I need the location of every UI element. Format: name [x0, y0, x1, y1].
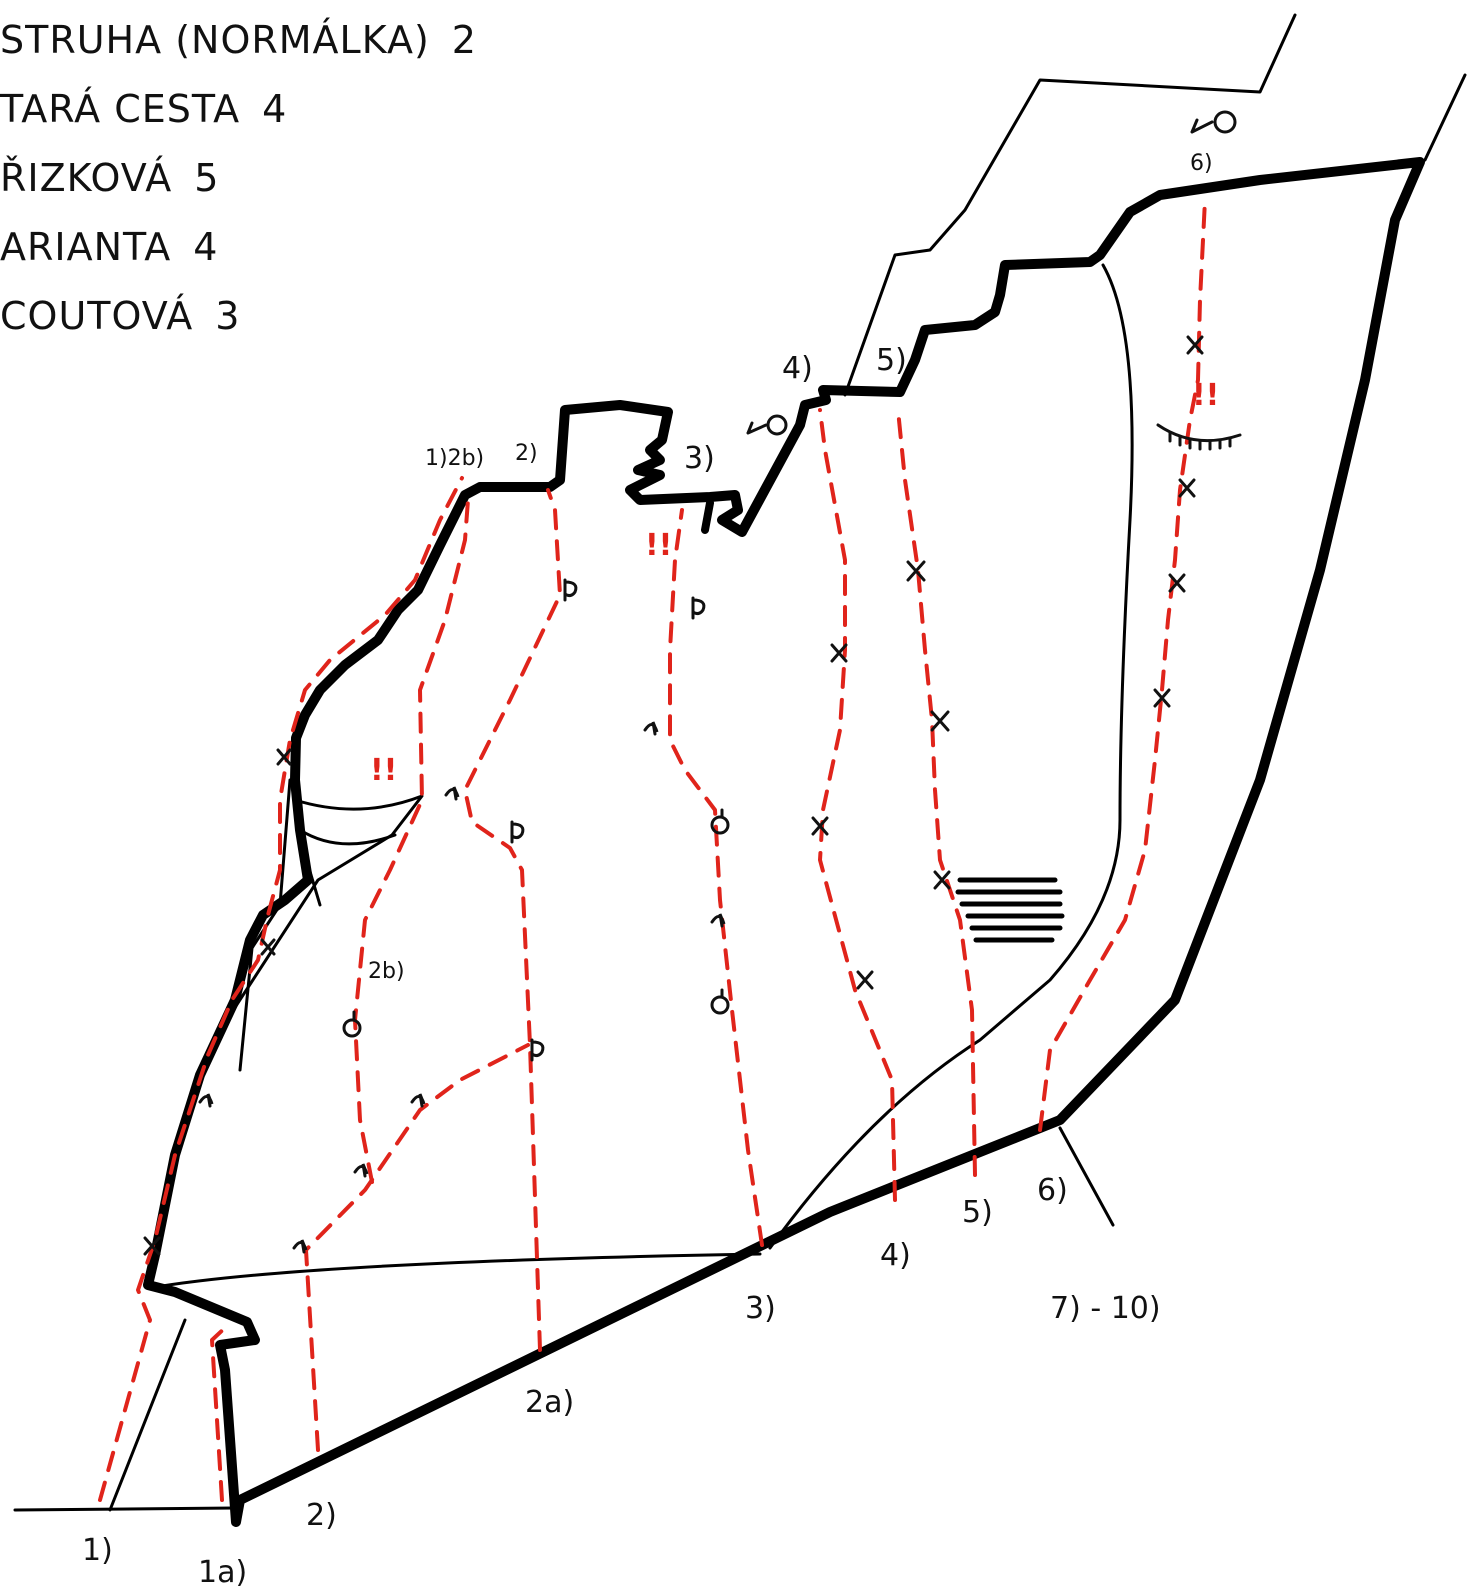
route-3	[668, 508, 764, 1247]
legend-route-grade: 4	[262, 87, 288, 131]
ground-line	[13, 1506, 237, 1512]
start-label-6: 6)	[1037, 1173, 1068, 1208]
ring-bolt-icon	[342, 1010, 362, 1038]
route-2-upper	[463, 488, 562, 1352]
inner-crack-line	[768, 263, 1134, 1250]
legend-route-grade: 3	[215, 294, 241, 338]
legend-route-name: ARIANTA	[0, 225, 172, 269]
overhang-icon	[1156, 423, 1242, 451]
bolt-x-icon	[830, 643, 848, 663]
right-edge-line	[1423, 73, 1467, 162]
hold-p-icon	[510, 820, 525, 844]
legend-route-grade: 5	[194, 156, 220, 200]
start-label-1a: 1a)	[198, 1555, 247, 1590]
hold-a-icon	[353, 1163, 369, 1178]
legend-item: ŘIZKOVÁ 5	[0, 144, 477, 213]
bolt-x-icon	[811, 816, 829, 836]
right-spur-line	[1058, 1126, 1115, 1227]
route-5	[896, 408, 977, 1177]
main-rock-outline	[143, 157, 1425, 1527]
legend-route-name: STRUHA (NORMÁLKA)	[0, 18, 430, 62]
top-label-6: 6)	[1190, 151, 1213, 176]
ledge-hatch-icon	[955, 877, 1065, 943]
start-label-2a: 2a)	[525, 1385, 574, 1420]
start-label-4: 4)	[880, 1238, 911, 1273]
legend-item: TARÁ CESTA 4	[0, 75, 477, 144]
top-label-5: 5)	[876, 343, 907, 378]
left-base-diagonal	[108, 1318, 187, 1512]
legend-item: COUTOVÁ 3	[0, 282, 477, 351]
legend-item: ARIANTA 4	[0, 213, 477, 282]
bolt-x-icon	[930, 710, 950, 732]
hold-a-icon	[444, 786, 460, 801]
climbing-routes	[98, 198, 1207, 1502]
route-4	[818, 408, 897, 1202]
warning-mark: !!	[370, 753, 397, 788]
legend-route-grade: 4	[193, 225, 219, 269]
legend-item: STRUHA (NORMÁLKA) 2	[0, 6, 477, 75]
bolt-x-icon	[856, 970, 874, 990]
bolt-x-icon	[1168, 573, 1186, 593]
legend-route-name: ŘIZKOVÁ	[0, 156, 173, 200]
warning-mark: !!	[645, 528, 672, 563]
route-1	[98, 476, 464, 1502]
top-label-3: 3)	[684, 441, 715, 476]
hold-a-icon	[198, 1093, 214, 1108]
bolt-x-icon	[1178, 478, 1196, 498]
rock-thin-lines	[13, 13, 1467, 1512]
belay-ring-icon	[746, 414, 788, 436]
hold-a-icon	[710, 913, 726, 928]
base-ledge-line	[148, 1252, 762, 1290]
route-1a	[210, 1323, 230, 1502]
route-2	[304, 1043, 530, 1452]
hold-p-icon	[563, 578, 578, 602]
start-label-3: 3)	[745, 1291, 776, 1326]
start-label-1: 1)	[82, 1533, 113, 1568]
start-label-5: 5)	[962, 1195, 993, 1230]
bolt-x-icon	[143, 1236, 161, 1256]
top-label-2: 2)	[515, 441, 538, 466]
ring-bolt-icon	[710, 988, 730, 1015]
start-labels: 1) 1a) 2) 2a) 3) 4) 5) 6) 7) - 10)	[82, 1173, 1161, 1590]
bolt-x-icon	[1153, 688, 1171, 708]
legend-route-name: TARÁ CESTA	[0, 87, 241, 131]
route-2b	[353, 498, 470, 1184]
bolt-x-icon	[276, 748, 292, 766]
top-label-1-2b: 1)2b)	[425, 446, 484, 471]
right-upper-ridge	[843, 13, 1297, 397]
warning-marks: !! !! !!	[370, 378, 1219, 788]
hold-p-icon	[530, 1038, 545, 1062]
hold-p-icon	[691, 596, 706, 620]
hold-a-icon	[292, 1239, 308, 1254]
route-6	[1038, 198, 1207, 1132]
hold-a-icon	[643, 721, 659, 736]
hold-a-icon	[410, 1093, 426, 1108]
top-label-4: 4)	[782, 351, 813, 386]
bolt-x-icon	[260, 938, 276, 956]
overhang-roof	[230, 794, 424, 1014]
bolt-x-icon	[1186, 335, 1204, 355]
start-label-2: 2)	[306, 1498, 337, 1533]
legend-route-name: COUTOVÁ	[0, 294, 194, 338]
warning-mark: !!	[1192, 378, 1219, 413]
start-label-7-10: 7) - 10)	[1050, 1291, 1161, 1326]
rock-thick-outline	[143, 157, 1425, 1527]
legend-route-grade: 2	[451, 18, 477, 62]
block-step	[701, 499, 714, 534]
bolt-x-icon	[933, 870, 951, 890]
belay-ring-icon	[1190, 110, 1237, 134]
ring-bolt-icon	[710, 808, 730, 835]
bolt-x-icon	[906, 560, 926, 582]
route-symbols	[143, 110, 1242, 1256]
top-labels: 1)2b) 2) 3) 4) 5) 6) 2b)	[368, 151, 1213, 984]
mid-label-2b: 2b)	[368, 959, 405, 984]
